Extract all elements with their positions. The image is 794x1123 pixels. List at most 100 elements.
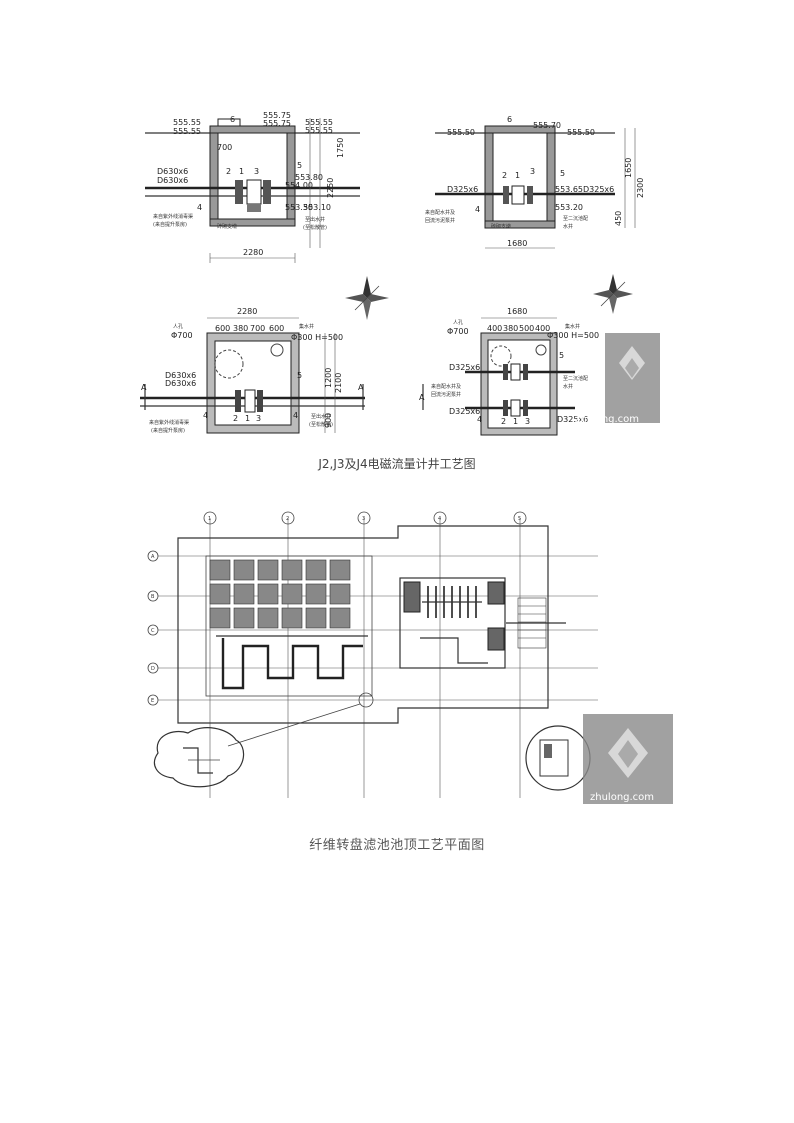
level-label: 553.10 — [303, 203, 331, 212]
pipe-note: 至出水井 — [305, 216, 325, 223]
pipe-note: 至二沉池配 — [563, 215, 588, 222]
row-label: B — [151, 594, 155, 600]
row-label: D — [151, 666, 155, 672]
sump-size: Φ300 H=500 — [547, 331, 599, 340]
part-number: 5 — [297, 161, 302, 170]
part-number: 4 — [293, 411, 298, 420]
pipe-note: 至二沉池配 — [563, 375, 588, 382]
pipe-note: 来自配水井及 — [431, 383, 461, 390]
sump-label: 集水井 — [299, 323, 314, 330]
pipe-note: 砖砌支墩 — [217, 223, 237, 230]
flowmeter-well-svg: 555.55 555.55 555.75 555.75 555.55 555.5… — [140, 111, 660, 436]
flowmeter-well-drawing: 555.55 555.55 555.75 555.75 555.55 555.5… — [135, 88, 660, 460]
row-bubble — [147, 662, 159, 674]
right-plan-view — [422, 317, 575, 436]
part-number: 5 — [297, 371, 302, 380]
level-label: 553.30 — [285, 203, 313, 212]
section-mark: A — [358, 383, 364, 392]
dimension-label: 400 — [487, 324, 502, 333]
dimension-label: 380 — [233, 324, 248, 333]
level-label: 555.55 — [173, 118, 201, 127]
level-label: 555.70 — [533, 121, 561, 130]
pipe-label: D325x6 — [449, 363, 480, 372]
pipe-label: D325x6 — [449, 407, 480, 416]
row-label: C — [151, 628, 155, 634]
row-bubble — [147, 590, 159, 602]
level-label: 555.50 — [567, 128, 595, 137]
section-mark: A — [419, 393, 425, 402]
manhole-label: 人孔 — [453, 319, 463, 326]
level-label: 555.50 — [447, 128, 475, 137]
pipe-label: D630x6 — [165, 379, 196, 388]
dimension-label: 450 — [614, 211, 623, 226]
part-number: 1 — [245, 414, 250, 423]
level-label: 555.75 — [263, 119, 291, 128]
figure-caption: J2,J3及J4电磁流量计井工艺图 — [318, 457, 476, 471]
detail-callout — [153, 692, 374, 788]
dimension-label: 2300 — [636, 178, 645, 198]
dimension-label: 900 — [324, 413, 333, 428]
grid-label: 3 — [362, 516, 365, 522]
part-number: 4 — [475, 205, 480, 214]
row-bubble — [147, 550, 159, 562]
level-label: 553.80 — [295, 173, 323, 182]
pipe-label: D630x6 — [157, 176, 188, 185]
watermark-text: zhulong.com — [590, 792, 654, 803]
dimension-label: 2280 — [243, 248, 263, 257]
row-label: A — [151, 554, 155, 560]
detail-callout — [525, 725, 591, 791]
compass-icon — [345, 276, 389, 320]
pipe-note: (至松散管) — [303, 224, 327, 231]
watermark-text: zhulong.com — [575, 414, 639, 425]
compass-icon — [593, 274, 633, 314]
part-number: 2 — [501, 417, 506, 426]
grid-bubble — [433, 511, 447, 525]
pipe-label: D325x6 — [447, 185, 478, 194]
part-number: 3 — [530, 167, 535, 176]
part-number: 1 — [239, 167, 244, 176]
pipe-note: (至松散管) — [309, 421, 333, 428]
manhole-size: Φ700 — [447, 327, 469, 336]
dimension-label: 2100 — [334, 373, 343, 393]
grid-bubble — [513, 511, 527, 525]
part-number: 1 — [515, 171, 520, 180]
part-number: 5 — [560, 169, 565, 178]
pipe-note: 回流污泥泵井 — [431, 391, 461, 398]
row-bubble — [147, 694, 159, 706]
level-label: 555.55 — [305, 126, 333, 135]
pipe-note: 至出水井 — [311, 413, 331, 420]
sump-label: 集水井 — [565, 323, 580, 330]
pipe-label: D325x6 — [583, 185, 614, 194]
level-label: 555.75 — [263, 111, 291, 120]
filter-plan-svg: 1 2 3 4 5 A B C D E — [147, 511, 673, 804]
pipe-note: 水井 — [563, 223, 573, 230]
pipe-label: D630x6 — [165, 371, 196, 380]
part-number: 6 — [507, 115, 512, 124]
dimension-label: 1680 — [507, 307, 527, 316]
dimension-label: 700 — [250, 324, 265, 333]
row-bubble — [147, 624, 159, 636]
figure-caption: 纤维转盘滤池池顶工艺平面图 — [309, 838, 485, 853]
left-section-view — [145, 118, 360, 263]
pipe-label: D630x6 — [157, 167, 188, 176]
level-label: 555.55 — [173, 127, 201, 136]
level-label: 553.20 — [555, 203, 583, 212]
watermark-logo — [605, 333, 660, 423]
level-label: 555.55 — [305, 118, 333, 127]
dimension-label: 600 — [215, 324, 230, 333]
level-label: 554.00 — [285, 181, 313, 190]
grid-label: 2 — [286, 516, 289, 522]
pipe-note: (来自提升泵房) — [151, 427, 185, 434]
pipe-note: 来自紫外线消毒渠 — [153, 213, 193, 220]
grid-bubble — [281, 511, 295, 525]
dimension-label: 1200 — [324, 368, 333, 388]
grid-label: 5 — [518, 516, 521, 522]
grid-bubble — [357, 511, 371, 525]
part-number: 6 — [230, 115, 235, 124]
grid-label: 1 — [208, 516, 211, 522]
pipe-note: (来自提升泵房) — [153, 221, 187, 228]
dimension-label: 600 — [269, 324, 284, 333]
grid-label: 4 — [438, 516, 441, 522]
building-outline — [177, 525, 566, 724]
manhole-label: 人孔 — [173, 323, 183, 330]
